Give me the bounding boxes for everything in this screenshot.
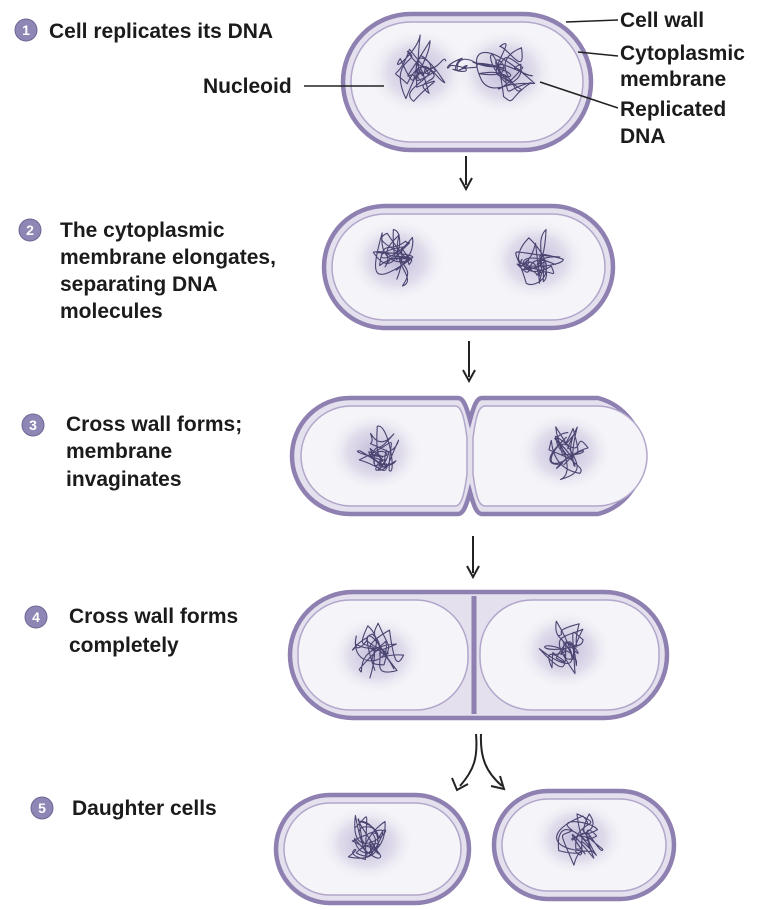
arrow-down (463, 341, 475, 381)
step-2-line-4: molecules (60, 300, 163, 323)
replicated-dna-label-line-2: DNA (620, 125, 666, 148)
step-3-line-3: invaginates (66, 468, 182, 491)
nucleoid-label: Nucleoid (203, 75, 292, 98)
callout-cytoplasmic-membrane: Cytoplasmic membrane (578, 42, 745, 91)
step-1: 1 Cell replicates its DNA (15, 19, 273, 43)
nucleoid-shading (451, 26, 559, 118)
stage-5-daughter-cell-left (276, 795, 469, 903)
cytoplasmic-membrane-label-line-2: membrane (620, 68, 726, 91)
step-4-badge: 4 (25, 606, 47, 628)
step-3: 3 Cross wall forms; membrane invaginates (22, 413, 242, 491)
step-4-line-2: completely (69, 634, 179, 657)
step-4: 4 Cross wall forms completely (25, 605, 238, 657)
step-3-number: 3 (29, 417, 37, 433)
step-4-line-1: Cross wall forms (69, 605, 238, 628)
nucleoid-shading (528, 798, 628, 878)
step-5-text: Daughter cells (72, 797, 217, 820)
step-4-number: 4 (32, 609, 40, 625)
stage-3-cell (292, 398, 647, 514)
stage-1-cell (343, 14, 591, 150)
step-2: 2 The cytoplasmic membrane elongates, se… (19, 219, 276, 323)
step-5-number: 5 (38, 800, 46, 816)
step-3-line-1: Cross wall forms; (66, 413, 242, 436)
step-2-line-1: The cytoplasmic (60, 219, 225, 242)
step-5-badge: 5 (31, 797, 53, 819)
stage-4-cell (290, 592, 667, 718)
replicated-dna-label-line-1: Replicated (620, 98, 726, 121)
step-3-badge: 3 (22, 414, 44, 436)
step-1-badge: 1 (15, 19, 37, 41)
step-2-badge: 2 (19, 219, 41, 241)
arrow-down (460, 156, 472, 189)
cell-wall-label: Cell wall (620, 9, 704, 32)
cytoplasmic-membrane-label-line-1: Cytoplasmic (620, 42, 745, 65)
stage-2-cell (324, 206, 613, 328)
step-5: 5 Daughter cells (31, 797, 217, 820)
split-arrow (452, 734, 504, 790)
step-2-line-3: separating DNA (60, 273, 218, 296)
stage-5-daughter-cell-right (494, 791, 674, 899)
callout-cell-wall: Cell wall (566, 9, 704, 32)
step-2-line-2: membrane elongates, (60, 246, 276, 269)
arrow-down (467, 536, 479, 577)
step-2-number: 2 (26, 222, 34, 238)
step-3-line-2: membrane (66, 440, 172, 463)
step-1-text: Cell replicates its DNA (49, 20, 273, 43)
step-1-number: 1 (22, 22, 30, 38)
